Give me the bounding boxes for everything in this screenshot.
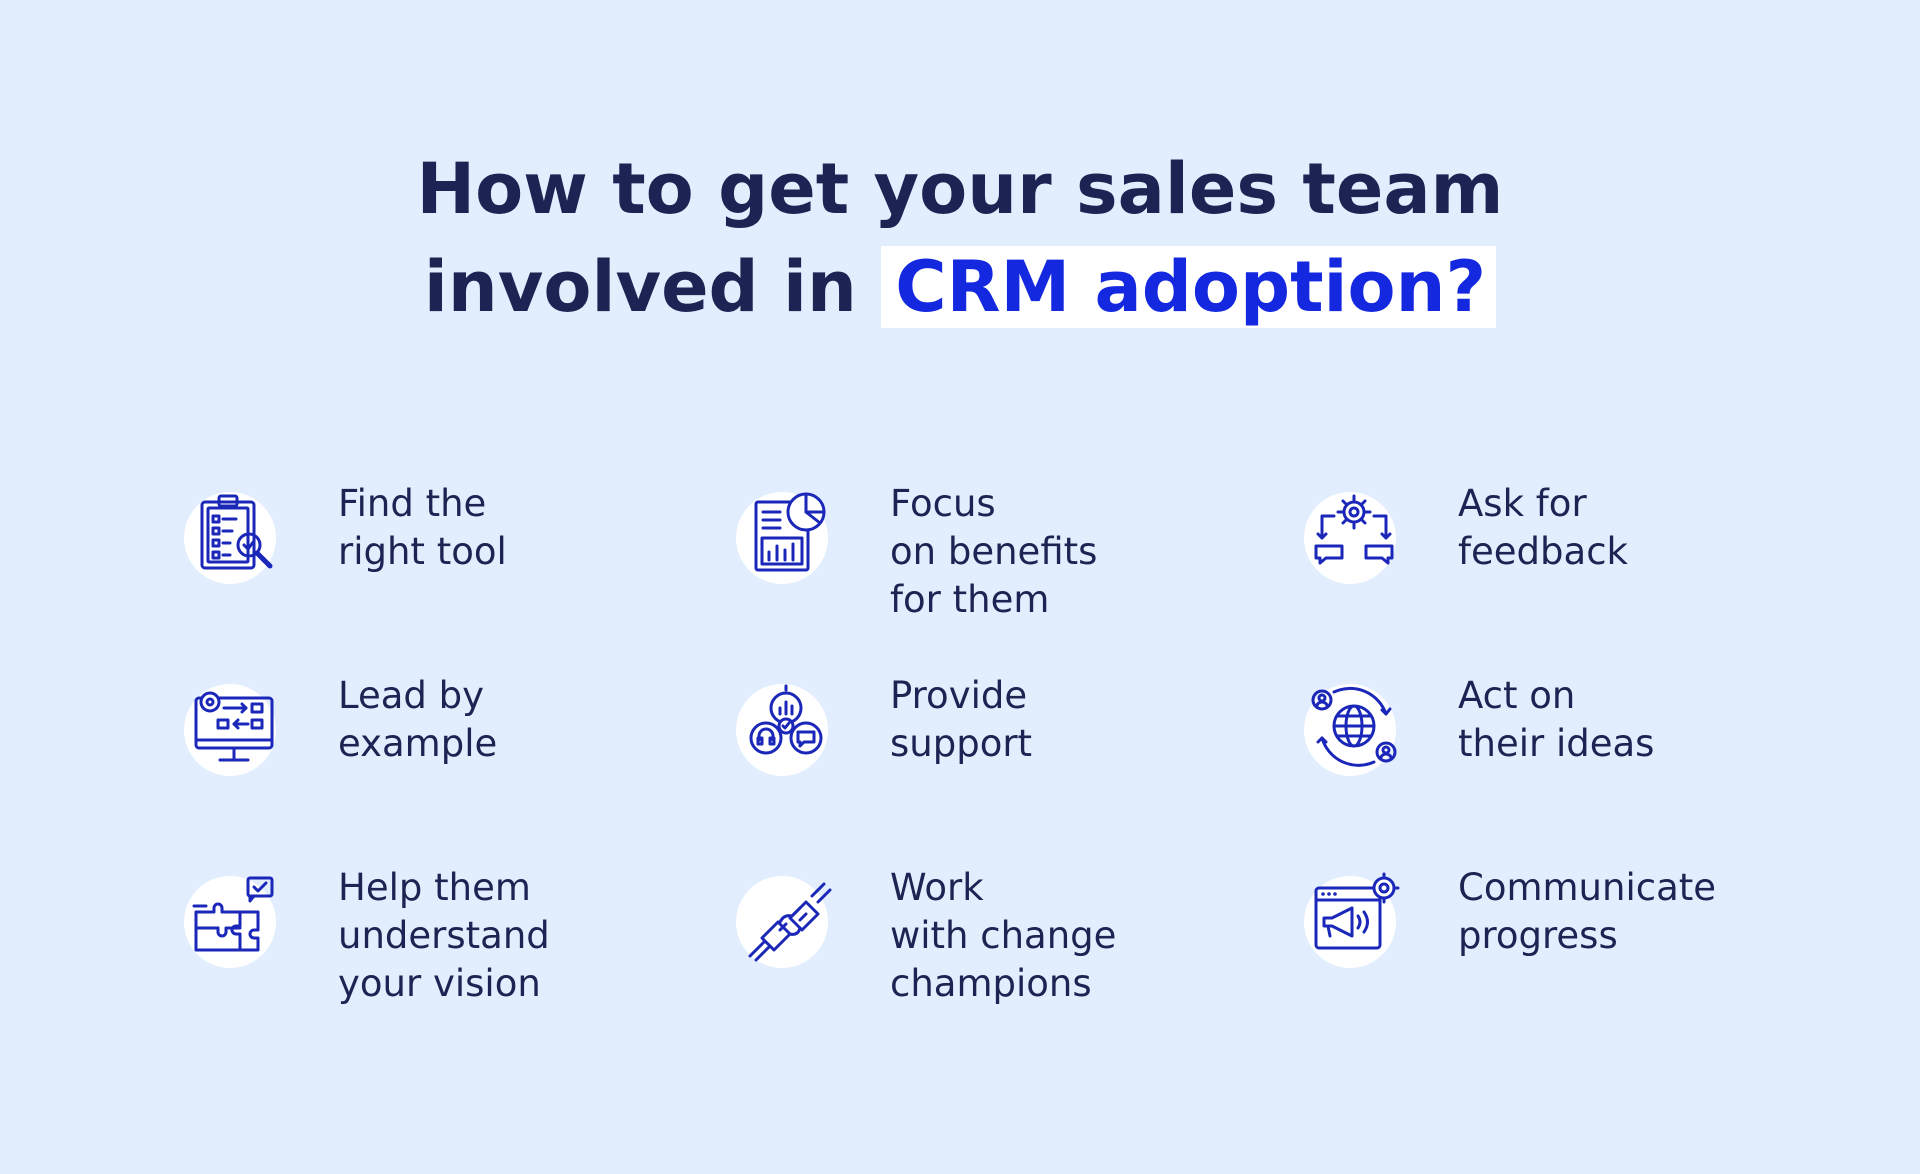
tip-share-vision: Help them understand your vision <box>184 866 704 1036</box>
tip-provide-support: Provide support <box>736 674 1256 844</box>
tip-label: Find the right tool <box>338 482 507 573</box>
tip-lead-example: Lead by example <box>184 674 704 844</box>
title-line-2-prefix: involved in <box>423 246 857 328</box>
tip-label: Act on their ideas <box>1458 674 1655 765</box>
tip-label: Help them understand your vision <box>338 866 550 1005</box>
tip-label: Focus on benefits for them <box>890 482 1098 621</box>
title-line-2: involved in CRM adoption? <box>0 238 1920 336</box>
tip-label: Work with change champions <box>890 866 1117 1005</box>
gear-feedback-icon <box>1314 494 1394 565</box>
icon-badge <box>736 492 828 584</box>
globe-users-icon <box>1311 686 1397 767</box>
page-title: How to get your sales team involved in C… <box>0 140 1920 336</box>
clipboard-search-icon <box>200 494 273 570</box>
tip-find-right-tool: Find the right tool <box>184 482 704 652</box>
tip-ask-feedback: Ask for feedback <box>1304 482 1824 652</box>
icon-badge <box>736 684 828 776</box>
support-circles-icon <box>749 684 823 755</box>
tip-label: Provide support <box>890 674 1033 765</box>
title-line-1: How to get your sales team <box>416 148 1504 230</box>
browser-megaphone-icon <box>1314 872 1400 950</box>
handshake-plug-icon <box>748 882 832 962</box>
icon-badge <box>1304 492 1396 584</box>
puzzle-vision-icon <box>192 876 274 952</box>
icon-badge <box>184 876 276 968</box>
tip-focus-benefits: Focus on benefits for them <box>736 482 1256 652</box>
tip-communicate-progress: Communicate progress <box>1304 866 1824 1036</box>
tip-label: Communicate progress <box>1458 866 1717 957</box>
icon-badge <box>1304 684 1397 776</box>
icon-badge <box>736 876 832 968</box>
icon-badge <box>184 492 276 584</box>
title-highlight: CRM adoption? <box>881 246 1497 328</box>
report-chart-icon <box>754 492 826 572</box>
icon-badge <box>184 684 276 776</box>
tip-change-champions: Work with change champions <box>736 866 1256 1036</box>
tip-label: Ask for feedback <box>1458 482 1628 573</box>
tip-act-ideas: Act on their ideas <box>1304 674 1824 844</box>
tip-label: Lead by example <box>338 674 498 765</box>
monitor-workflow-icon <box>194 691 274 762</box>
icon-badge <box>1304 872 1400 968</box>
